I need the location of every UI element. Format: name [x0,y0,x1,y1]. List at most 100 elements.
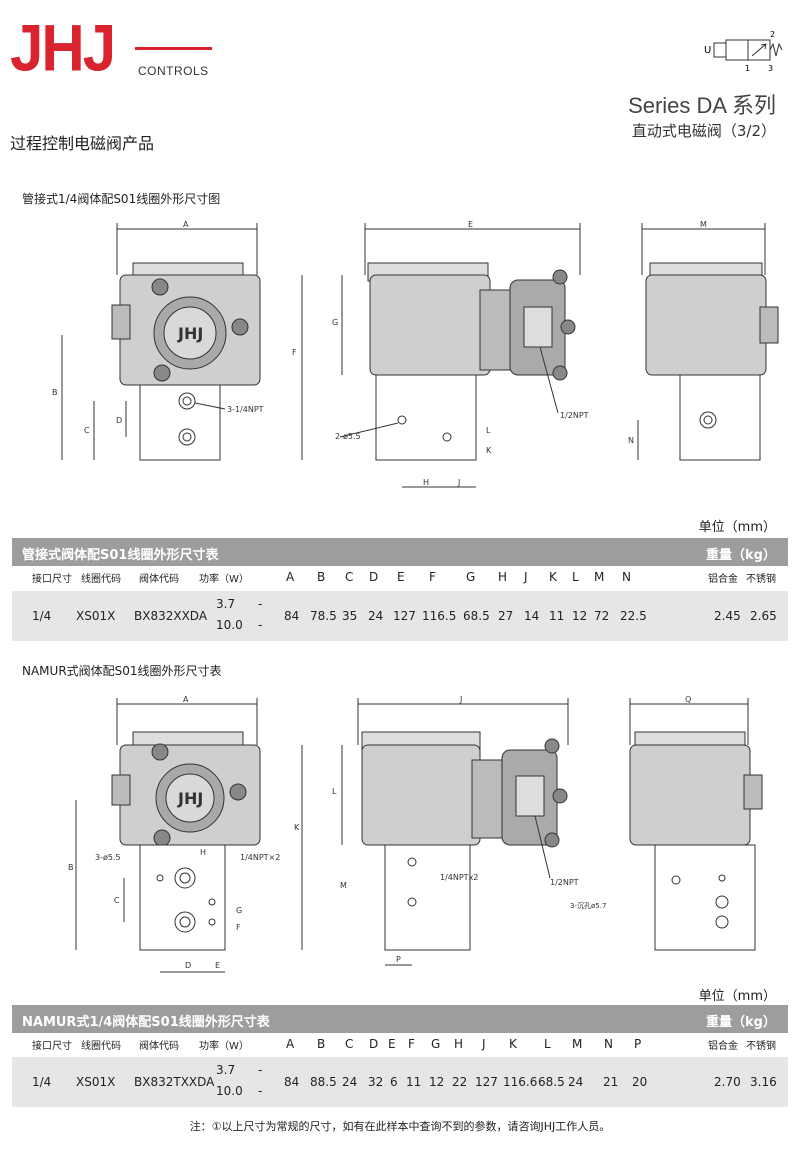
end-view-1: M N [628,220,779,461]
th2-e: E [388,1037,396,1051]
front-view-2: A JHJ 3-ø5.5 1/4NPT×2 H B C G F D E [68,695,280,973]
dim-f: F [292,348,297,357]
dimension-drawing-2: A JHJ 3-ø5.5 1/4NPT×2 H B C G F D E J [68,695,763,973]
td-dash-1: - [258,597,263,611]
td2-h: 22 [452,1075,468,1089]
th-k: K [549,570,557,584]
dim2-j: J [459,695,462,704]
table-title-bar-1: 管接式阀体配S01线圈外形尺寸表 重量（kg） [12,538,788,566]
td-m: 72 [594,609,610,623]
th2-f: F [408,1037,415,1051]
td-g: 68.5 [463,609,490,623]
dim2-q: Q [685,695,691,704]
td2-coil: XS01X [76,1075,116,1089]
drawing-title-2: NAMUR式阀体配S01线圈外形尺寸表 [22,664,222,678]
th2-b: B [317,1037,326,1051]
th-n: N [622,570,631,584]
td-l: 12 [572,609,588,623]
td-j: 14 [524,609,540,623]
label2-1-2npt: 1/2NPT [550,878,579,887]
dim-m: M [700,220,707,229]
td2-port: 1/4 [32,1075,52,1089]
table-title-bar-2: NAMUR式1/4阀体配S01线圈外形尺寸表 重量（kg） [12,1005,788,1033]
side-view-1: E F G 2-ø5.5 H J L K 1/2NPT [292,220,589,488]
th2-l: L [544,1037,551,1051]
th2-c: C [345,1037,354,1051]
symbol-port3: 3 [768,64,773,73]
th2-k: K [509,1037,517,1051]
dim-a: A [183,220,189,229]
td2-m: 24 [568,1075,584,1089]
td-body: BX832XXDA [134,609,208,623]
th2-d: D [369,1037,379,1051]
drawing-title-1: 管接式1/4阀体配S01线圈外形尺寸图 [22,192,221,206]
th2-body: 阀体代码 [139,1041,179,1052]
td2-l: 68.5 [538,1075,565,1089]
label-2-holes: 2-ø5.5 [335,432,361,441]
series-title: Series DA 系列 [628,93,776,118]
td-d: 24 [368,609,384,623]
dim-d: D [116,416,122,425]
valve-symbol-icon: U 2 1 3 [704,30,783,73]
th2-power: 功率（W） [199,1041,249,1052]
th-power: 功率（W） [199,574,249,585]
td-power-1: 3.7 [216,597,236,611]
th2-coil: 线圈代码 [81,1041,121,1052]
th-coil: 线圈代码 [81,574,121,585]
series-subtitle: 直动式电磁阀（3/2） [631,122,776,140]
th-m: M [594,570,605,584]
dim-c: C [84,426,90,435]
td2-k: 116.6 [503,1075,538,1089]
td2-d: 32 [368,1075,384,1089]
td2-aluminum: 2.70 [714,1075,741,1089]
table-row-2: 1/4 XS01X BX832TXXDA 3.7 10.0 - - 84 88.… [12,1057,788,1107]
dim-h: H [423,478,429,487]
td2-g: 12 [429,1075,445,1089]
th2-n: N [604,1037,613,1051]
th-body: 阀体代码 [139,574,179,585]
table-header-1: 接口尺寸 线圈代码 阀体代码 功率（W） A B C D E F G H J K… [12,570,788,590]
dim-n: N [628,436,634,445]
product-category: 过程控制电磁阀产品 [10,134,155,153]
dim2-g: G [236,906,242,915]
th-b: B [317,570,326,584]
dim2-e: E [215,961,220,970]
th2-g: G [431,1037,441,1051]
symbol-port1: 1 [745,64,750,73]
front-view-1: A JHJ 3-1/4NPT B C D [52,220,264,461]
dim2-k: K [294,823,300,832]
th2-h: H [454,1037,464,1051]
th2-stainless: 不锈钢 [746,1041,776,1052]
td2-power-2: 10.0 [216,1084,243,1098]
th-g: G [466,570,476,584]
th-f: F [429,570,436,584]
td-dash-2: - [258,618,263,632]
th2-j: J [482,1037,486,1051]
td-port: 1/4 [32,609,52,623]
th-aluminum: 铝合金 [708,574,738,585]
td-b: 78.5 [310,609,337,623]
brand-subtitle: CONTROLS [138,64,209,78]
th-h: H [498,570,508,584]
dim2-m: M [340,881,347,890]
symbol-u-label: U [704,45,711,56]
symbol-port2: 2 [770,30,775,39]
dim-l: L [486,426,491,435]
td2-power-1: 3.7 [216,1063,236,1077]
logo-rule [135,47,212,50]
weight-title-1: 重量（kg） [706,548,776,563]
td2-dash-1: - [258,1063,263,1077]
th2-aluminum: 铝合金 [708,1041,738,1052]
th-a: A [286,570,295,584]
td2-e: 6 [390,1075,398,1089]
unit-label-2: 单位（mm） [698,989,776,1004]
weight-title-2: 重量（kg） [706,1015,776,1030]
td-coil: XS01X [76,609,116,623]
valve-logo-1: JHJ [177,324,203,343]
valve-logo-2: JHJ [177,789,203,808]
dim-j: J [457,478,460,487]
dim-e: E [468,220,473,229]
td-c: 35 [342,609,358,623]
end-view-2: Q 3-沉孔ø5.7 [570,695,763,951]
footnote: 注：①以上尺寸为常规的尺寸，如有在此样本中查询不到的参数，请咨询JHJ工作人员。 [189,1120,611,1133]
